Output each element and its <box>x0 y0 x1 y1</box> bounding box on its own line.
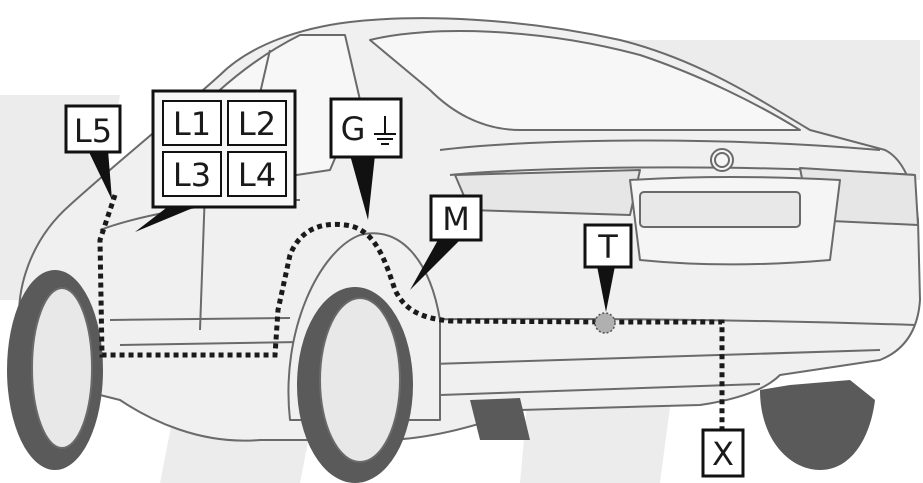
label-m-text: M <box>442 200 470 238</box>
label-g: G <box>329 97 403 159</box>
ground-symbol-icon <box>374 116 396 145</box>
label-x: X <box>701 428 745 478</box>
label-l1-text: L1 <box>173 105 211 143</box>
connection-point <box>594 312 616 334</box>
wiring-harness <box>97 194 725 430</box>
label-l4-text: L4 <box>238 156 276 194</box>
label-l5-text: L5 <box>74 112 112 150</box>
rear-wheel <box>297 287 413 483</box>
label-m: M <box>429 194 483 242</box>
front-wheel <box>7 270 103 470</box>
label-l2-text: L2 <box>238 105 276 143</box>
label-x-text: X <box>712 435 734 473</box>
label-group-l1-l4: L1 L2 L3 L4 <box>151 89 297 209</box>
label-t-text: T <box>597 228 618 266</box>
label-l3-text: L3 <box>173 156 211 194</box>
label-t: T <box>583 223 633 269</box>
label-g-text: G <box>341 110 366 148</box>
rear-right-wheel <box>760 380 875 470</box>
label-l5: L5 <box>64 104 122 154</box>
rear-left-under <box>470 398 530 440</box>
callout-pointers <box>88 150 615 312</box>
